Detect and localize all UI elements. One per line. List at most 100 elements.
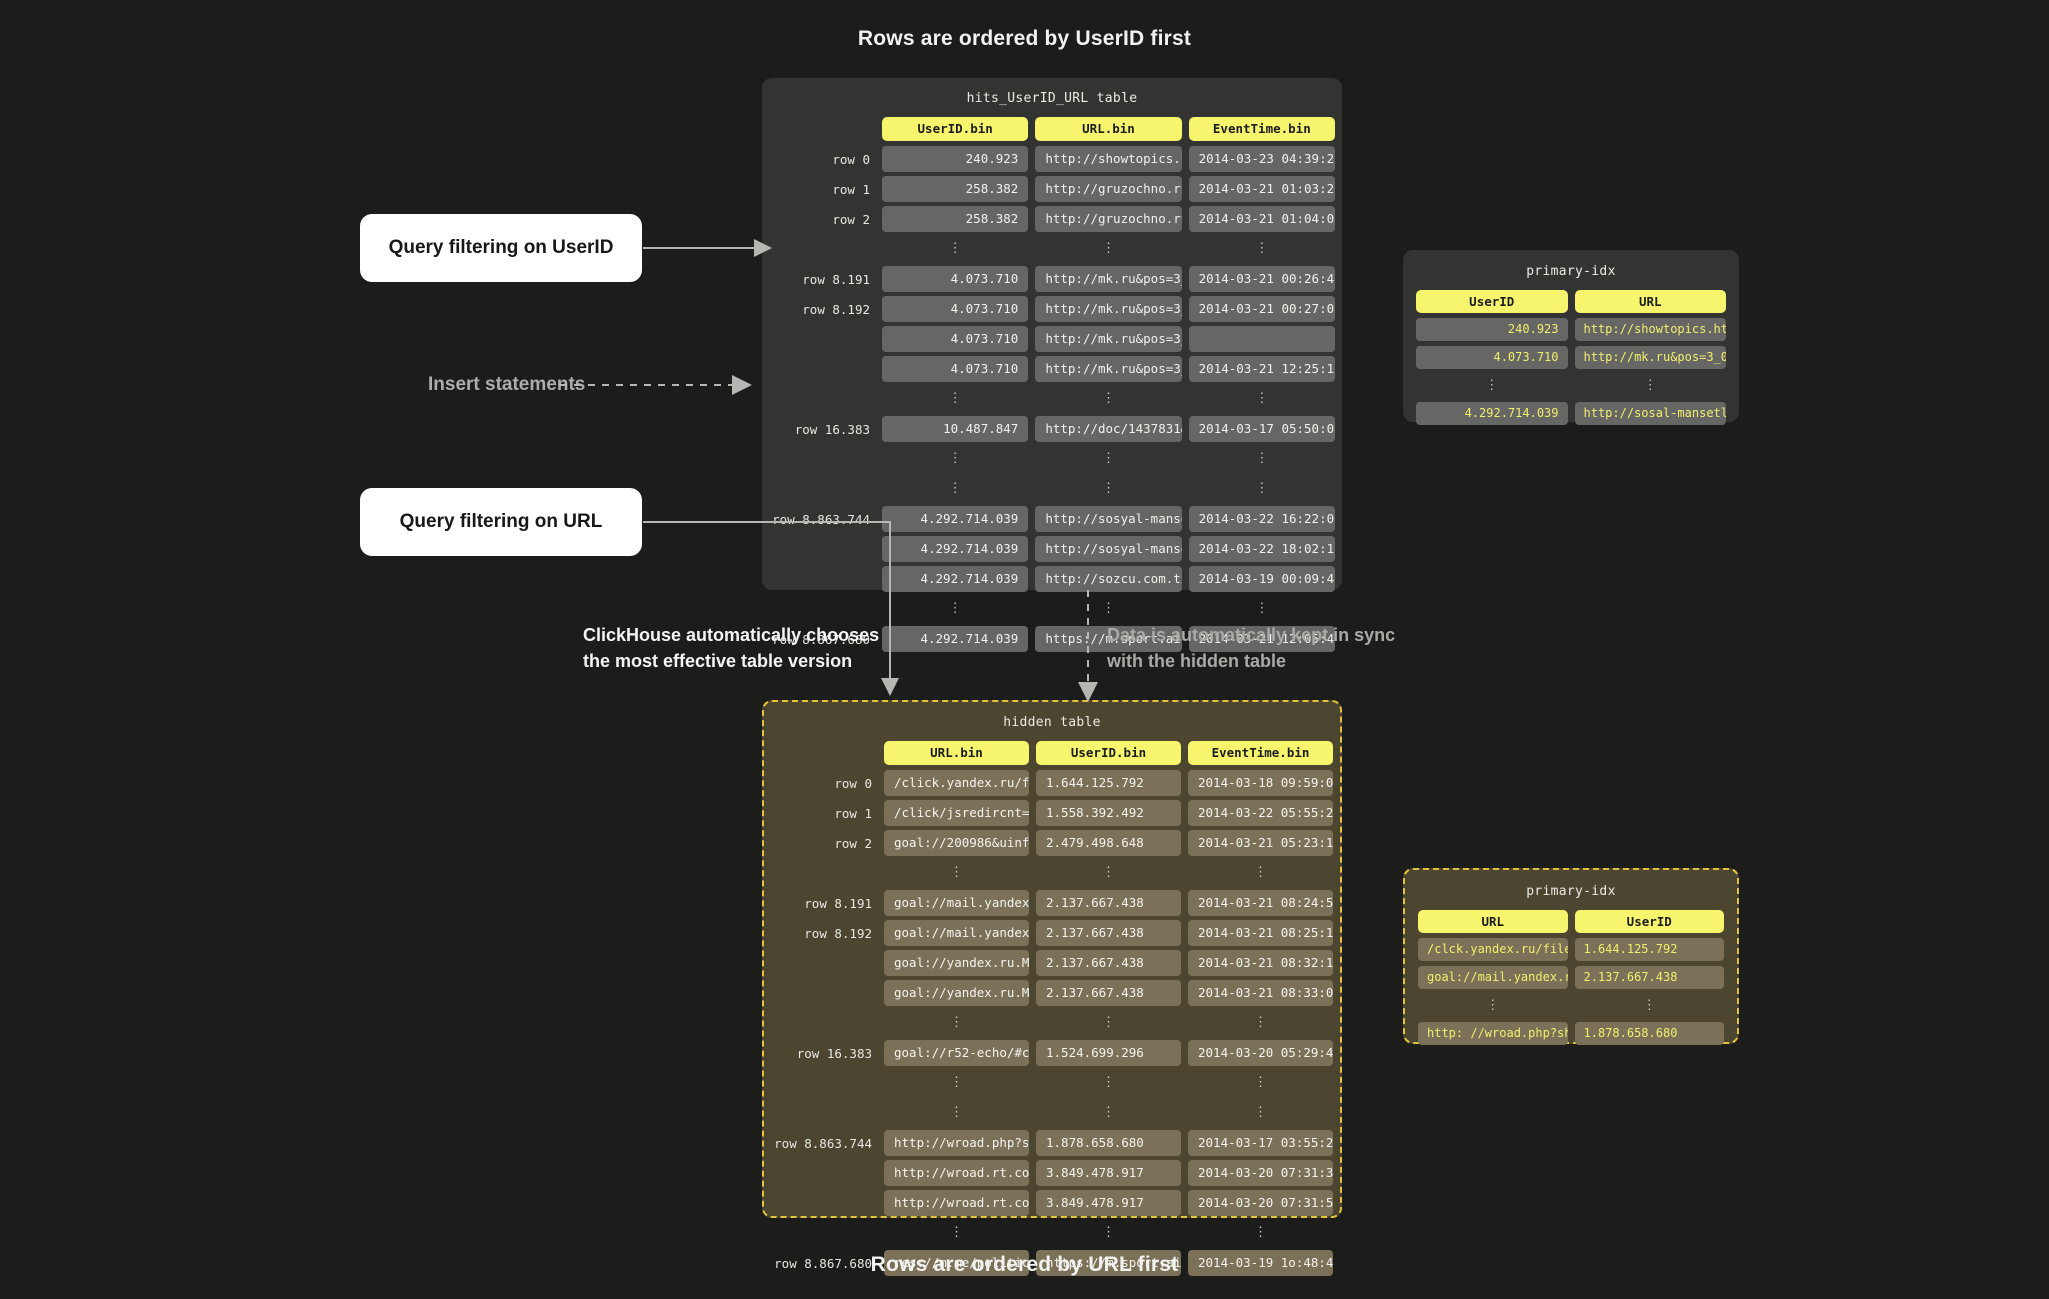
table-cell: http://sosyal-mansetleri... — [1035, 536, 1182, 562]
column-header[interactable]: EventTime.bin — [1188, 741, 1333, 765]
table-cell: 4.292.714.039 — [882, 626, 1029, 652]
vertical-ellipsis-icon: ⋮ — [948, 481, 962, 496]
table-cell: 4.292.714.039 — [882, 506, 1029, 532]
index-ellipsis-row: ⋮⋮ — [1418, 994, 1731, 1017]
ellipsis-row: ⋮⋮⋮ — [764, 860, 1340, 886]
callout-query-filtering-userid[interactable]: Query filtering on UserID — [360, 214, 642, 282]
row-label: row 16.383 — [794, 421, 870, 437]
index-column-header[interactable]: URL — [1418, 910, 1568, 933]
index-column-header[interactable]: UserID — [1416, 290, 1568, 313]
table-cell: 2014-03-17 05:50:01 — [1188, 416, 1335, 442]
top-table-title: hits_UserID_URL table — [966, 91, 1138, 106]
index-row: http: //wroad.php?show/7...1.878.658.680 — [1418, 1022, 1731, 1045]
vertical-ellipsis-icon: ⋮ — [950, 1075, 963, 1090]
table-cell: /click/jsredircnt=1395412... — [884, 800, 1029, 826]
table-cell: goal://mail.yandex.ru/Ma... — [884, 890, 1029, 916]
index-header-row: UserID URL — [1416, 290, 1733, 313]
vertical-ellipsis-icon: ⋮ — [1255, 481, 1269, 496]
table-row: row 2goal://200986&uinfo=wn-1...2.479.49… — [764, 830, 1340, 856]
table-cell: 4.292.714.039 — [882, 566, 1029, 592]
vertical-ellipsis-icon: ⋮ — [950, 1105, 963, 1120]
table-cell: 10.487.847 — [882, 416, 1029, 442]
table-cell: http://mk.ru&pos=3_0 — [1035, 266, 1182, 292]
table-cell: 4.073.710 — [882, 356, 1029, 382]
index-cell: http: //wroad.php?show/7... — [1418, 1022, 1568, 1045]
table-cell: 2014-03-19 1o:48:46 — [1188, 1250, 1333, 1276]
table-row: http://wroad.rt.com/tr/...3.849.478.9172… — [764, 1190, 1340, 1216]
table-row: http://wroad.rt.com/tr/...3.849.478.9172… — [764, 1160, 1340, 1186]
row-label: row 8.867.680 — [774, 1255, 872, 1271]
table-cell: 4.073.710 — [882, 266, 1029, 292]
column-header[interactable]: EventTime.bin — [1188, 117, 1335, 141]
row-label: row 8.191 — [802, 271, 870, 287]
vertical-ellipsis-icon: ⋮ — [1254, 1015, 1267, 1030]
table-row: row 8.863.744http://wroad.php?show/7...1… — [764, 1130, 1340, 1156]
table-row: goal://yandex.ru.Ma...2.137.667.4382014-… — [764, 950, 1340, 976]
table-cell: 258.382 — [882, 206, 1029, 232]
table-cell: 2014-03-20 07:31:54 — [1188, 1190, 1333, 1216]
ellipsis-row: ⋮⋮⋮ — [764, 1100, 1340, 1126]
table-cell: 2014-03-22 18:02:12 — [1188, 536, 1335, 562]
table-cell: 2014-03-21 12:25:12 — [1188, 356, 1335, 382]
index-cell: 4.292.714.039 — [1416, 402, 1568, 425]
ellipsis-row: ⋮⋮⋮ — [762, 476, 1342, 502]
table-cell: 240.923 — [882, 146, 1029, 172]
table-cell: 4.073.710 — [882, 296, 1029, 322]
vertical-ellipsis-icon: ⋮ — [1643, 378, 1657, 393]
table-row: row 8.867.680 res://m.me/politic/stati...… — [764, 1250, 1340, 1276]
hidden-table-title: hidden table — [1003, 715, 1101, 730]
vertical-ellipsis-icon: ⋮ — [1642, 998, 1656, 1013]
table-cell: 2014-03-21 01:03:28 — [1188, 176, 1335, 202]
column-header[interactable]: UserID.bin — [882, 117, 1029, 141]
callout-url-label: Query filtering on URL — [399, 511, 603, 532]
table-row: goal://yandex.ru.Ma...2.137.667.4382014-… — [764, 980, 1340, 1006]
row-label: row 0 — [832, 151, 870, 167]
table-row: row 16.383goal://r52-echo/#compose...1.5… — [764, 1040, 1340, 1066]
vertical-ellipsis-icon: ⋮ — [1102, 1075, 1115, 1090]
vertical-ellipsis-icon: ⋮ — [1255, 391, 1269, 406]
column-header[interactable]: URL.bin — [884, 741, 1029, 765]
top-index-grid: UserIDURL240.923http://showtopics.html%3… — [1416, 290, 1733, 430]
vertical-ellipsis-icon: ⋮ — [1102, 1015, 1115, 1030]
row-label: row 2 — [834, 835, 872, 851]
vertical-ellipsis-icon: ⋮ — [1101, 391, 1115, 406]
vertical-ellipsis-icon: ⋮ — [1255, 451, 1269, 466]
insert-statements-label: Insert statements — [428, 374, 586, 395]
index-cell: 1.644.125.792 — [1574, 938, 1724, 961]
vertical-ellipsis-icon: ⋮ — [1254, 1225, 1267, 1240]
vertical-ellipsis-icon: ⋮ — [950, 865, 963, 880]
table-cell: 2.137.667.438 — [1036, 980, 1181, 1006]
table-cell: http://mk.ru&pos=3_0 — [1035, 326, 1182, 352]
column-header[interactable]: UserID.bin — [1036, 741, 1181, 765]
table-cell: http://gruzochno.ru/ekat... — [1035, 206, 1182, 232]
table-cell: 258.382 — [882, 176, 1029, 202]
bottom-index-grid: URLUserID/clck.yandex.ru/file.com...1.64… — [1418, 910, 1731, 1050]
table-cell: 2014-03-21 08:33:02 — [1188, 980, 1333, 1006]
row-label: row 8.863.744 — [772, 511, 870, 527]
table-row: row 8.192goal://mail.yandex.ru/Ma...2.13… — [764, 920, 1340, 946]
table-cell: goal://200986&uinfo=wn-1... — [884, 830, 1029, 856]
table-cell: http://showtopics.html%3... — [1035, 146, 1182, 172]
table-cell: res://m.me/politic/stati... — [884, 1250, 1029, 1276]
table-cell: 2014-03-18 09:59:01 — [1188, 770, 1333, 796]
table-cell: http://mk.ru&pos=3_0 — [1035, 356, 1182, 382]
column-header[interactable]: URL.bin — [1035, 117, 1182, 141]
row-label: row 1 — [832, 181, 870, 197]
note-right-line1: Data is automatically kept in sync — [1107, 625, 1396, 645]
table-cell: http://sozcu.com.tr/oaut — [1035, 566, 1182, 592]
index-column-header[interactable]: URL — [1574, 290, 1726, 313]
table-cell: 2.137.667.438 — [1036, 890, 1181, 916]
table-cell: https://m.sport.airway/? — [1035, 626, 1182, 652]
hidden-table-panel: hidden table URL.bin UserID.bin EventTime.… — [762, 700, 1342, 1276]
table-row: row 0240.923http://showtopics.html%3...2… — [762, 146, 1342, 172]
index-column-header[interactable]: UserID — [1574, 910, 1724, 933]
vertical-ellipsis-icon: ⋮ — [1102, 1225, 1115, 1240]
column-header-row: URL.bin UserID.bin EventTime.bin — [764, 740, 1340, 766]
table-row: row 1/click/jsredircnt=1395412...1.558.3… — [764, 800, 1340, 826]
callout-query-filtering-url[interactable]: Query filtering on URL — [360, 488, 642, 556]
table-cell: http://wroad.php?show/7... — [884, 1130, 1029, 1156]
table-cell: 2014-03-21 00:26:41 — [1188, 266, 1335, 292]
